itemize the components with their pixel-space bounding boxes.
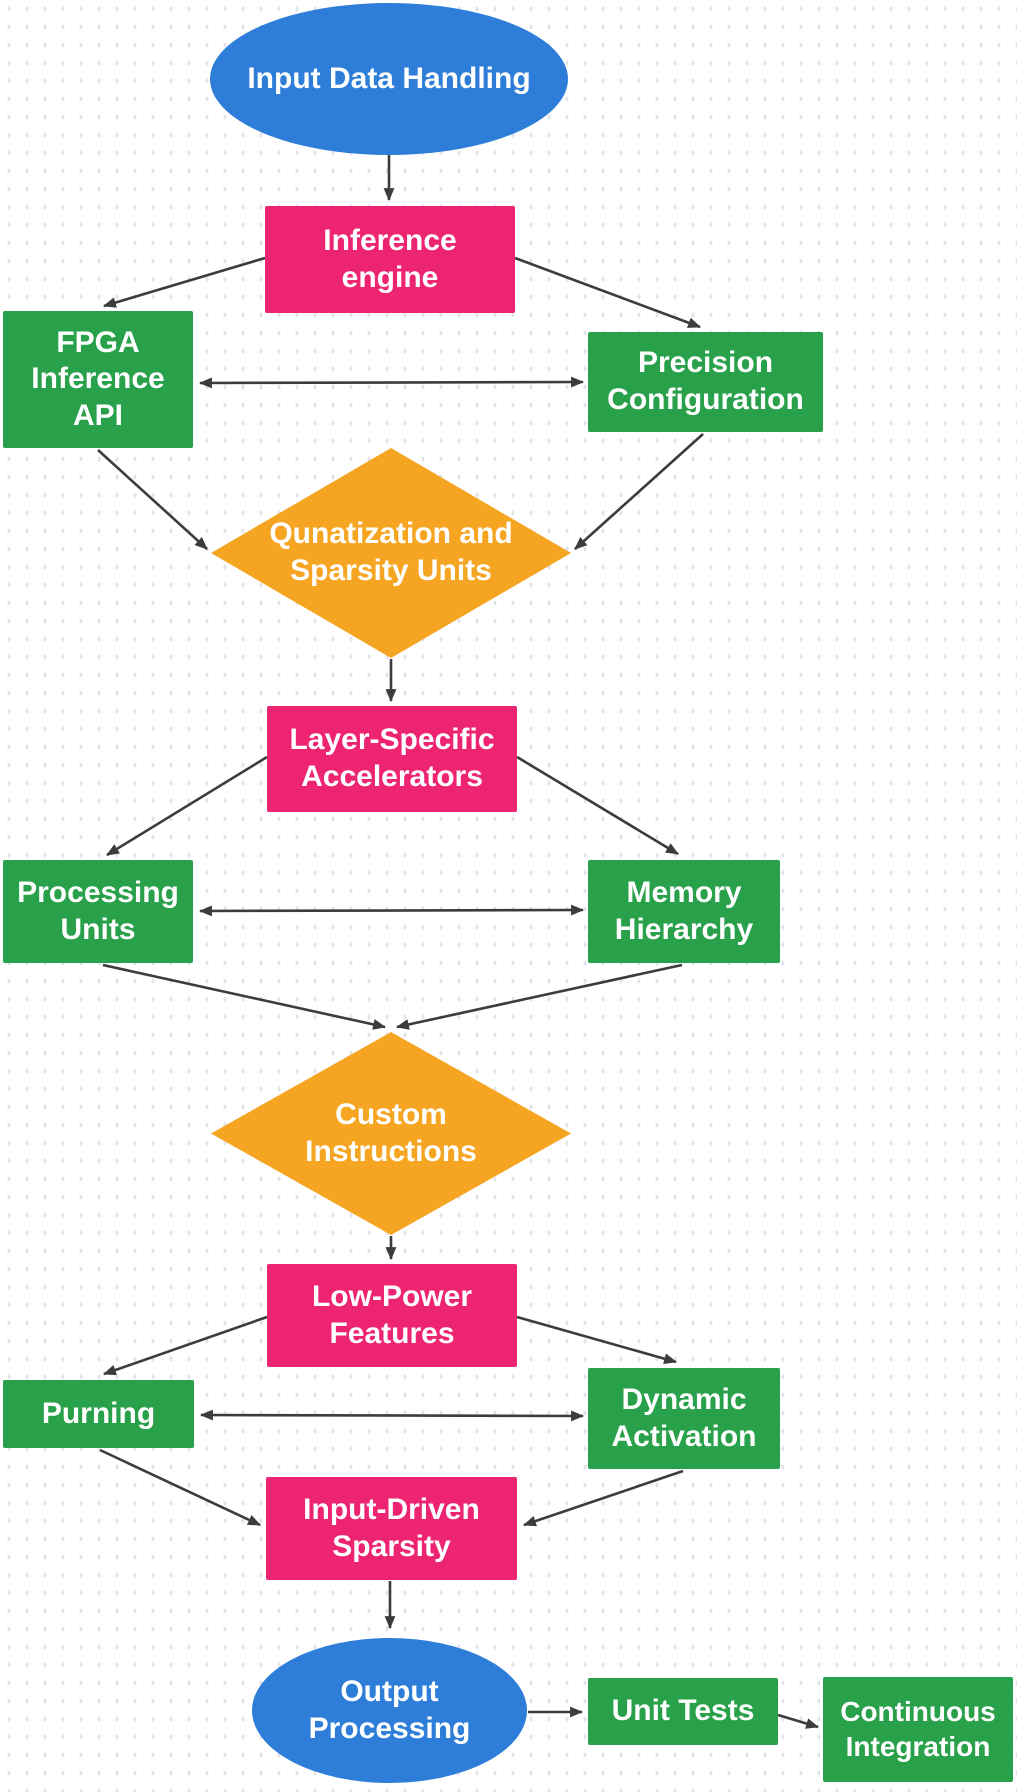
arrow-precision-configuration-to-quantization-diamond	[574, 433, 704, 550]
arrow-layer-specific-to-processing-units	[106, 755, 268, 857]
node-processing-units: Processing Units	[3, 860, 193, 963]
arrow-unit-tests-to-continuous-integration	[777, 1713, 820, 1729]
node-fpga-inference-api: FPGA Inference API	[3, 311, 193, 448]
node-unit-tests: Unit Tests	[588, 1678, 778, 1745]
node-inference-engine: Inference engine	[265, 206, 515, 313]
arrow-memory-hierarchy-to-custom-instructions	[395, 963, 683, 1030]
node-memory-hierarchy: Memory Hierarchy	[588, 860, 780, 963]
node-input-driven-sparsity: Input-Driven Sparsity	[266, 1477, 517, 1580]
node-purning: Purning	[3, 1380, 194, 1448]
node-quantization-and-sparsity-units: Qunatization and Sparsity Units	[211, 448, 571, 658]
node-layer-specific-accelerators: Layer-Specific Accelerators	[267, 706, 517, 812]
arrow-dynamic-activation-to-input-driven-sparsity	[522, 1469, 684, 1527]
node-output-processing: Output Processing	[252, 1638, 527, 1783]
arrow-purning-dynamic-activation-bidirectional	[199, 1409, 585, 1422]
arrow-purning-to-input-driven-sparsity	[99, 1448, 261, 1527]
arrow-inference-engine-to-precision-configuration	[514, 256, 702, 329]
arrow-fpga-api-precision-configuration-bidirectional	[198, 376, 585, 389]
arrow-processing-units-to-custom-instructions	[102, 963, 387, 1030]
node-precision-configuration: Precision Configuration	[588, 332, 823, 432]
arrow-low-power-to-purning	[102, 1315, 268, 1376]
arrow-fpga-api-to-quantization-diamond	[97, 449, 208, 550]
node-continuous-integration: Continuous Integration	[823, 1677, 1013, 1782]
node-custom-instructions: Custom Instructions	[211, 1032, 571, 1235]
node-dynamic-activation: Dynamic Activation	[588, 1368, 780, 1469]
arrow-inference-engine-to-fpga-api	[102, 256, 266, 308]
node-low-power-features: Low-Power Features	[267, 1264, 517, 1367]
node-input-data-handling: Input Data Handling	[210, 3, 568, 155]
arrow-low-power-to-dynamic-activation	[516, 1315, 678, 1364]
arrow-layer-specific-to-memory-hierarchy	[516, 755, 679, 856]
arrow-processing-units-memory-hierarchy-bidirectional	[198, 904, 585, 917]
